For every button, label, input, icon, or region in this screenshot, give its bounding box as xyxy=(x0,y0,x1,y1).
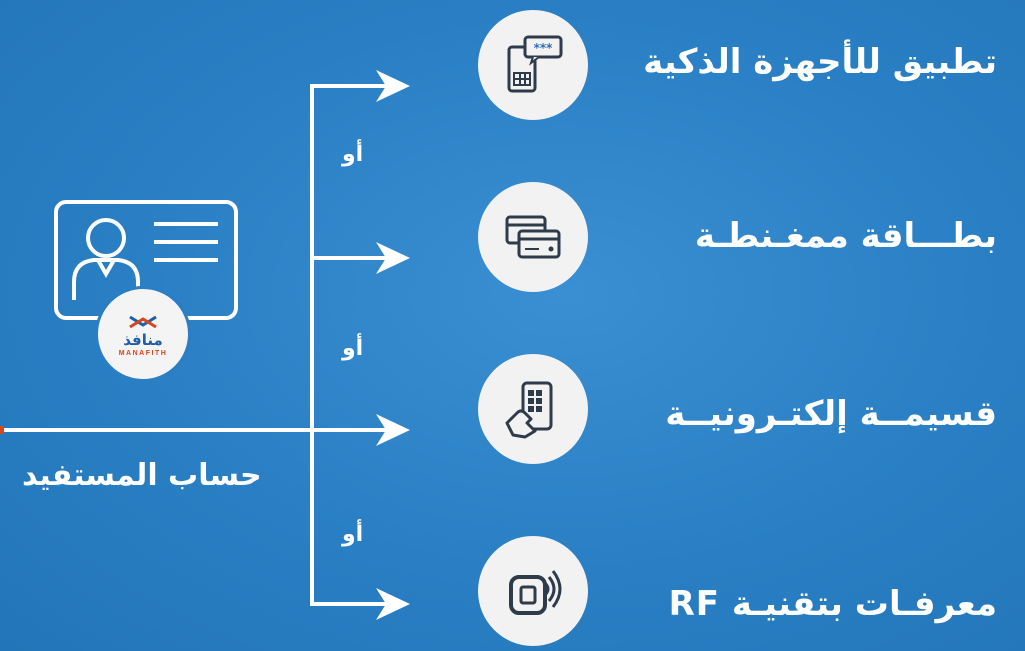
or-label-2: أو xyxy=(342,336,364,361)
arrow-head-1 xyxy=(376,70,410,102)
arrow-head-4 xyxy=(376,588,410,620)
logo-latin-text: MANAFITH xyxy=(118,350,168,357)
magnetic-card-icon xyxy=(505,215,561,259)
electronic-voucher-icon xyxy=(505,381,553,439)
rf-identifier-icon xyxy=(509,570,562,615)
svg-text:***: *** xyxy=(534,41,554,55)
method-label-2: بطـــاقة ممغـنطـة xyxy=(694,216,997,256)
logo-arabic-text: منافذ xyxy=(123,331,163,349)
method-circle-2 xyxy=(478,182,588,292)
method-label-1: تطبيق للأجهزة الذكية xyxy=(643,42,997,82)
arrow-head-2 xyxy=(376,242,410,274)
or-label-1: أو xyxy=(342,142,364,167)
method-label-4: معرفـات بتقنيـة RF xyxy=(668,584,997,624)
smartphone-app-icon: *** xyxy=(507,35,563,93)
method-label-3: قسيمــة إلكتـرونيــة xyxy=(665,394,997,434)
method-circle-3 xyxy=(478,354,588,464)
beneficiary-account-label: حساب المستفيد xyxy=(22,458,262,493)
method-circle-1: *** xyxy=(478,10,588,120)
trunk-accent xyxy=(0,426,4,434)
or-label-3: أو xyxy=(342,522,364,547)
method-circle-4 xyxy=(478,536,588,646)
manafith-logo: منافذ MANAFITH xyxy=(95,286,191,382)
arrow-head-3 xyxy=(376,414,410,446)
manafith-logo-mark xyxy=(129,315,157,329)
